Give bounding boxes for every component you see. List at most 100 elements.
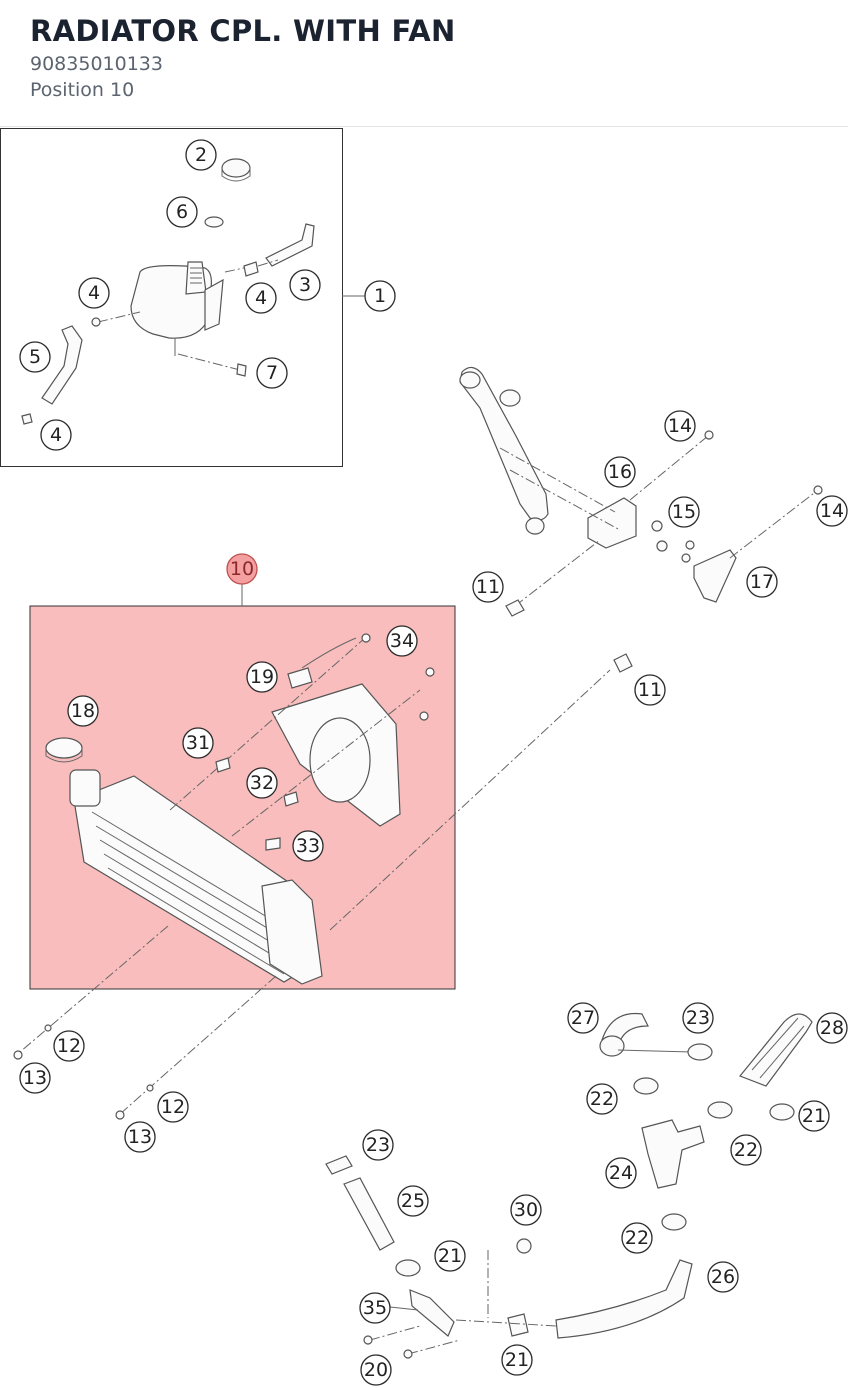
rubber-damper[interactable] [613,653,633,673]
hose-connector[interactable] [409,1289,455,1337]
tank-cap[interactable] [221,158,251,182]
radiator-complete-highlight[interactable] [29,584,611,990]
thermostat[interactable] [641,1119,705,1189]
callout-23[interactable]: 23 [682,1002,714,1034]
callout-11[interactable]: 11 [472,571,504,603]
fan-connector[interactable] [287,667,313,689]
callout-1[interactable]: 1 [364,280,396,312]
hose-clamp[interactable] [507,1313,529,1337]
expansion-tank-group [0,128,366,467]
callout-23[interactable]: 23 [362,1129,394,1161]
hose-clamp[interactable] [395,1259,421,1277]
callout-30[interactable]: 30 [510,1194,542,1226]
hose-clip-label[interactable] [325,1155,353,1175]
callout-10-active[interactable]: 10 [226,553,258,585]
hose-clamp[interactable] [769,1103,795,1121]
callout-33[interactable]: 33 [292,830,324,862]
screw[interactable] [363,1335,373,1345]
callout-5[interactable]: 5 [19,341,51,373]
washer[interactable] [44,1024,52,1032]
vent-hose[interactable] [265,223,315,267]
overflow-hose[interactable] [41,325,83,405]
seal-ring[interactable] [516,1238,532,1254]
filler-neck[interactable] [69,769,101,807]
screw[interactable] [419,711,429,721]
callout-6[interactable]: 6 [166,196,198,228]
assembly-line [629,435,709,501]
hose-clip-small[interactable] [91,317,101,327]
clip[interactable] [21,413,33,425]
callout-13[interactable]: 13 [19,1062,51,1094]
hose-clamp[interactable] [707,1101,733,1119]
svg-text:34: 34 [390,630,414,652]
radiator-fins [91,811,285,975]
coolant-hose[interactable] [343,1177,395,1251]
bracket-arm[interactable] [459,366,549,521]
callout-22[interactable]: 22 [730,1134,762,1166]
callout-14[interactable]: 14 [816,495,848,527]
callout-12[interactable]: 12 [53,1030,85,1062]
radiator-tank[interactable] [261,879,323,985]
callout-4[interactable]: 4 [40,419,72,451]
callout-4[interactable]: 4 [78,277,110,309]
hose-clip[interactable] [243,261,259,277]
hose-clamp[interactable] [661,1213,687,1231]
bolt[interactable] [685,540,695,550]
rubber-bush[interactable] [283,791,299,807]
hose-clamp[interactable] [687,1043,713,1061]
radiator-cap[interactable] [45,737,83,759]
callout-20[interactable]: 20 [360,1354,392,1386]
nut[interactable] [115,1110,125,1120]
callout-18[interactable]: 18 [67,695,99,727]
callout-35[interactable]: 35 [359,1292,391,1324]
bolt[interactable] [813,485,823,495]
callout-4[interactable]: 4 [245,282,277,314]
callout-15[interactable]: 15 [668,496,700,528]
callout-14[interactable]: 14 [664,410,696,442]
callout-24[interactable]: 24 [605,1157,637,1189]
callout-26[interactable]: 26 [707,1261,739,1293]
callout-16[interactable]: 16 [604,456,636,488]
grommet[interactable] [361,633,371,643]
expansion-tank[interactable] [130,261,224,356]
callout-27[interactable]: 27 [567,1002,599,1034]
callout-22[interactable]: 22 [621,1222,653,1254]
callout-25[interactable]: 25 [397,1185,429,1217]
nut[interactable] [656,540,668,552]
screw[interactable] [236,363,247,377]
callout-11[interactable]: 11 [634,674,666,706]
callout-21[interactable]: 21 [798,1100,830,1132]
o-ring[interactable] [204,216,224,228]
callout-34[interactable]: 34 [386,625,418,657]
callout-32[interactable]: 32 [246,767,278,799]
callout-13[interactable]: 13 [124,1121,156,1153]
callout-3[interactable]: 3 [289,269,321,301]
callout-2[interactable]: 2 [185,139,217,171]
nut[interactable] [651,520,663,532]
bolt[interactable] [681,553,691,563]
callout-31[interactable]: 31 [182,727,214,759]
callout-21[interactable]: 21 [501,1344,533,1376]
assembly-line [177,353,241,371]
hose-clamp[interactable] [633,1077,659,1095]
water-pump-hose[interactable] [555,1259,693,1339]
callout-19[interactable]: 19 [246,661,278,693]
callout-21[interactable]: 21 [434,1240,466,1272]
callout-7[interactable]: 7 [256,357,288,389]
callout-17[interactable]: 17 [746,566,778,598]
washer[interactable] [146,1084,154,1092]
screw[interactable] [425,667,435,677]
pin[interactable] [265,837,281,851]
svg-text:16: 16 [608,461,632,483]
callout-28[interactable]: 28 [816,1012,848,1044]
rubber-damper[interactable] [505,599,525,617]
rubber-bush[interactable] [215,757,231,773]
screw[interactable] [403,1349,413,1359]
callout-12[interactable]: 12 [157,1091,189,1123]
holder-plate[interactable] [693,549,737,603]
callout-22[interactable]: 22 [586,1083,618,1115]
bracket-mount[interactable] [587,497,637,549]
nut[interactable] [13,1050,23,1060]
radiator-hose[interactable] [739,1013,813,1087]
bolt[interactable] [704,430,714,440]
